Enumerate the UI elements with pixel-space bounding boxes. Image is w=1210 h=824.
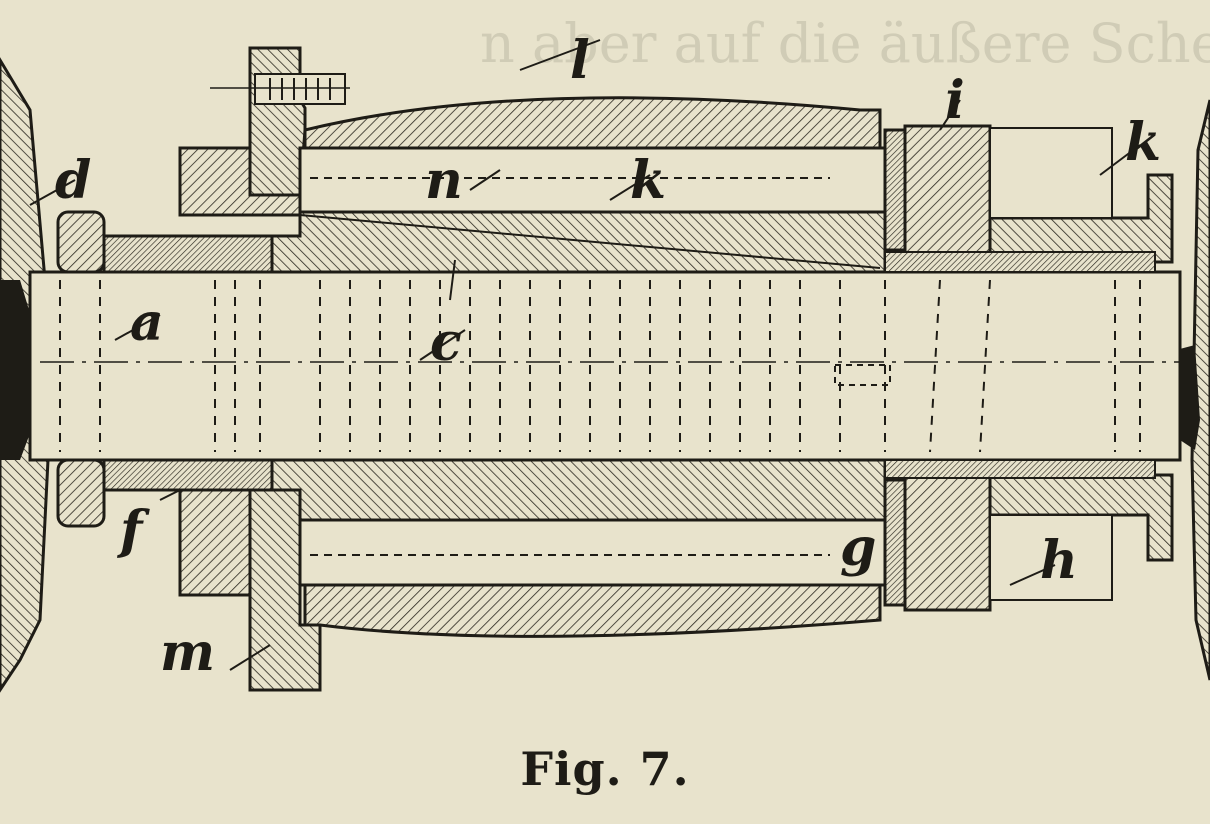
label-a: a: [130, 292, 164, 353]
figure-caption: Fig. 7.: [520, 742, 690, 796]
label-i: i: [945, 70, 965, 131]
collar-nut-d: [56, 210, 106, 528]
ring-g: [883, 128, 907, 607]
label-d: d: [55, 150, 91, 211]
leader-lines: [29, 39, 1141, 671]
svg-text:n aber auf die äußere Scheibe: n aber auf die äußere Scheibe: [480, 12, 1210, 75]
label-k-upper: k: [1125, 112, 1161, 173]
label-f: f: [116, 500, 150, 561]
label-g: g: [840, 517, 876, 578]
part-labels: d a c f m l n k i k g h: [55, 30, 1161, 683]
label-h: h: [1040, 530, 1078, 591]
left-gear-fragment: [0, 57, 50, 693]
label-m: m: [160, 622, 215, 683]
label-n: n: [425, 150, 463, 211]
right-gear-fragment: [1176, 99, 1210, 681]
label-k-inner: k: [630, 150, 666, 211]
shaft-a: [28, 270, 1182, 462]
label-l: l: [570, 30, 590, 91]
roller-chamber-n: [298, 146, 887, 587]
label-c: c: [430, 312, 462, 373]
outer-casing-l: [303, 96, 882, 638]
end-flange-k-h: [884, 127, 1174, 601]
